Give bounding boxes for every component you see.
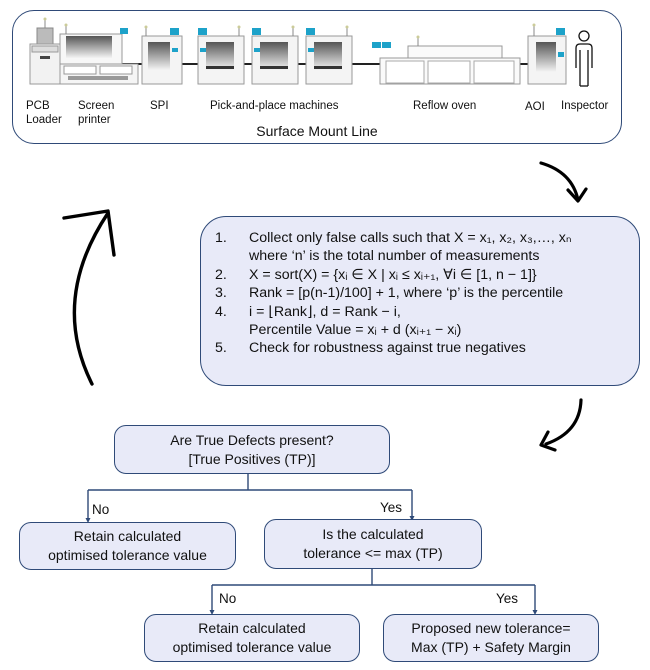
step-number: 4. [215,303,227,320]
branch-label-no: No [92,502,110,517]
aoi-machine [527,23,567,85]
algorithm-step: 3. Rank = [p(n-1)/100] + 1, where ‘p’ is… [215,284,629,302]
tolerance-check-question-node: Is the calculated tolerance <= max (TP) [264,519,482,569]
node-text: [True Positives (TP)] [188,450,316,467]
node-text: optimised tolerance value [48,547,207,563]
curved-arrow-down-left-icon [539,398,583,452]
algorithm-step: 1. Collect only false calls such that X … [215,229,629,266]
algorithm-step: 4. i = ⌊Rank⌋, d = Rank − i, Percentile … [215,303,629,340]
pick-and-place-machine [305,25,353,85]
smt-line-title: Surface Mount Line [256,123,378,139]
branch-label-no: No [219,591,237,606]
station-label-pcb-loader: PCB Loader [26,99,62,127]
step-text: Check for robustness against true negati… [249,340,526,357]
node-text: Retain calculated [73,528,182,544]
step-text: Rank = [p(n-1)/100] + 1, where ‘p’ is th… [249,285,564,302]
station-label-line2: Loader [26,114,62,126]
algorithm-step: 5. Check for robustness against true neg… [215,339,629,357]
station-label-line1: PCB [26,100,50,112]
pick-and-place-machine [197,25,245,85]
smt-machines-illustration [29,17,593,87]
proposed-tolerance-node: Proposed new tolerance= Max (TP) + Safet… [383,614,599,662]
tree-connectors [87,473,536,612]
retain-tolerance-node: Retain calculated optimised tolerance va… [19,522,236,570]
node-text: Are True Defects present? [170,431,334,448]
pick-and-place-machine [251,25,299,85]
algorithm-step: 2. X = sort(X) = {xᵢ ∈ X | xᵢ ≤ xᵢ₊₁, ∀i… [215,266,629,284]
station-label-line1: Screen [78,100,115,112]
station-label-reflow-oven: Reflow oven [413,100,477,112]
branch-label-yes: Yes [496,591,519,606]
spi-machine [141,25,183,85]
percentile-algorithm-box: 1. Collect only false calls such that X … [200,216,640,386]
curved-arrow-down-icon [539,161,588,203]
step-number: 2. [215,266,227,283]
feedback-arrow-up-icon [62,209,116,386]
node-text: Is the calculated [322,526,424,542]
step-text: where ‘n’ is the total number of measure… [249,248,540,265]
node-text: tolerance <= max (TP) [303,545,443,561]
step-text: Collect only false calls such that X = x… [249,230,572,246]
retain-tolerance-node: Retain calculated optimised tolerance va… [144,614,360,662]
station-label-aoi: AOI [525,101,545,113]
node-text: Max (TP) + Safety Margin [411,639,571,655]
station-label-inspector: Inspector [561,100,609,112]
tree-arrowheads [85,516,538,615]
person-icon [575,30,593,87]
node-text: Proposed new tolerance= [411,620,571,636]
step-number: 3. [215,285,227,302]
step-text: X = sort(X) = {xᵢ ∈ X | xᵢ ≤ xᵢ₊₁, ∀i ∈ … [249,266,537,283]
branch-label-yes: Yes [380,500,403,515]
pcb-loader-machine [29,17,61,85]
true-defects-question-node: Are True Defects present? [True Positive… [114,425,390,474]
step-text: Percentile Value = xᵢ + d (xᵢ₊₁ − xᵢ) [249,322,462,339]
step-number: 1. [215,230,227,246]
step-number: 5. [215,340,227,357]
node-text: optimised tolerance value [172,639,332,655]
screen-printer-machine [59,23,139,85]
station-label-spi: SPI [150,100,169,112]
station-label-line2: printer [78,114,111,126]
station-label-pick-and-place: Pick-and-place machines [210,100,339,112]
station-label-screen-printer: Screen printer [78,99,114,127]
reflow-oven [372,35,521,85]
step-text: i = ⌊Rank⌋, d = Rank − i, [249,303,401,320]
node-text: Retain calculated [198,620,306,636]
